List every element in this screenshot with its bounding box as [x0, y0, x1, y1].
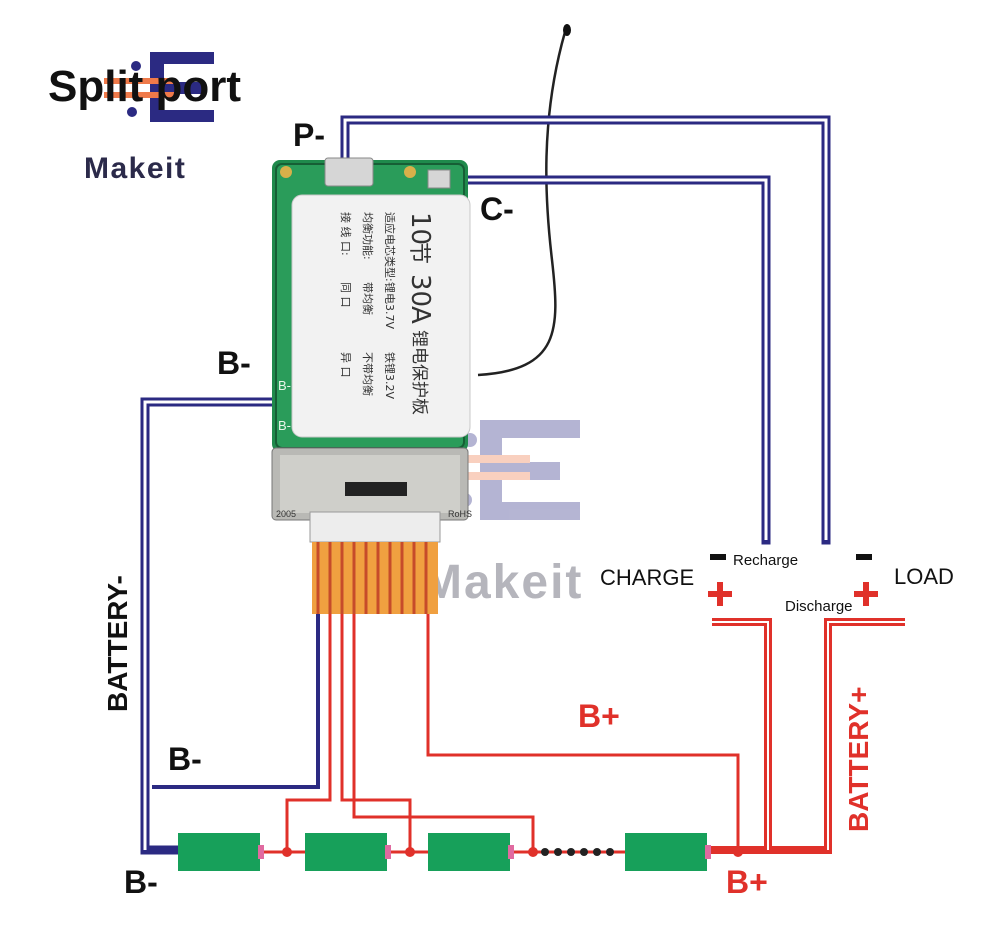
label-row1-opt2: 铁锂3.2V	[383, 352, 397, 399]
bms-board: B- B- RoHS 2005	[271, 157, 472, 543]
makeit-logo	[104, 52, 214, 122]
board-code: 2005	[276, 509, 296, 519]
label-b-minus-board: B-	[217, 345, 251, 381]
temperature-probe-wire	[477, 31, 567, 377]
board-label: 10 节 30 A 锂电保护板 适应电芯类型: 锂电3.7V 铁锂3.2V 均衡…	[339, 212, 435, 415]
watermark-logo	[440, 420, 580, 520]
balance-taps	[285, 614, 740, 852]
board-edge-b2: B-	[278, 418, 291, 433]
label-row1: 适应电芯类型:	[383, 212, 397, 282]
brand-text: Makeit	[84, 152, 186, 185]
cell-continuation-dots	[541, 848, 614, 856]
label-row3: 接 线 口:	[339, 212, 353, 256]
label-cells-value: 10	[405, 212, 435, 245]
label-c-minus: C-	[480, 191, 514, 227]
charge-minus-icon	[710, 554, 726, 560]
label-load: LOAD	[894, 564, 954, 589]
label-current-unit: A	[405, 306, 435, 324]
label-battery-minus: BATTERY-	[102, 575, 133, 712]
label-row3-opt2: 异 口	[339, 352, 352, 378]
label-row2-opt1: 带均衡	[361, 282, 374, 315]
label-p-minus: P-	[293, 117, 325, 153]
label-recharge: Recharge	[733, 552, 798, 569]
label-row1-opt1: 锂电3.7V	[383, 282, 397, 329]
page-title: Split port	[48, 62, 241, 111]
label-battery-plus: BATTERY+	[843, 687, 874, 832]
load-minus-icon	[856, 554, 872, 560]
label-current-value: 30	[405, 274, 435, 307]
balance-ribbon-cable	[312, 542, 438, 614]
board-edge-b1: B-	[278, 378, 291, 393]
battery-cell-1	[178, 833, 260, 871]
b-minus-thin-wire	[152, 610, 320, 789]
positive-wiring	[705, 618, 905, 854]
label-b-plus-mid: B+	[578, 698, 620, 734]
watermark-text: Makeit	[422, 556, 583, 609]
battery-cell-3	[428, 833, 510, 871]
battery-cells	[178, 833, 743, 871]
label-b-minus-bottom: B-	[124, 864, 158, 900]
battery-cell-2	[305, 833, 387, 871]
charge-plus-icon	[708, 582, 732, 606]
battery-cell-n	[625, 833, 707, 871]
label-board-name: 锂电保护板	[409, 330, 429, 415]
label-row2-opt2: 不带均衡	[361, 352, 374, 396]
label-row2: 均衡功能:	[361, 212, 375, 260]
label-charge: CHARGE	[600, 565, 694, 590]
label-discharge: Discharge	[785, 598, 853, 615]
load-plus-icon	[854, 582, 878, 606]
label-b-plus-bottom: B+	[726, 864, 768, 900]
probe-tip	[563, 24, 571, 36]
label-b-minus-mid: B-	[168, 741, 202, 777]
label-row3-opt1: 同 口	[339, 282, 352, 308]
board-rohs: RoHS	[448, 509, 472, 519]
label-cells-unit: 节	[406, 242, 431, 264]
